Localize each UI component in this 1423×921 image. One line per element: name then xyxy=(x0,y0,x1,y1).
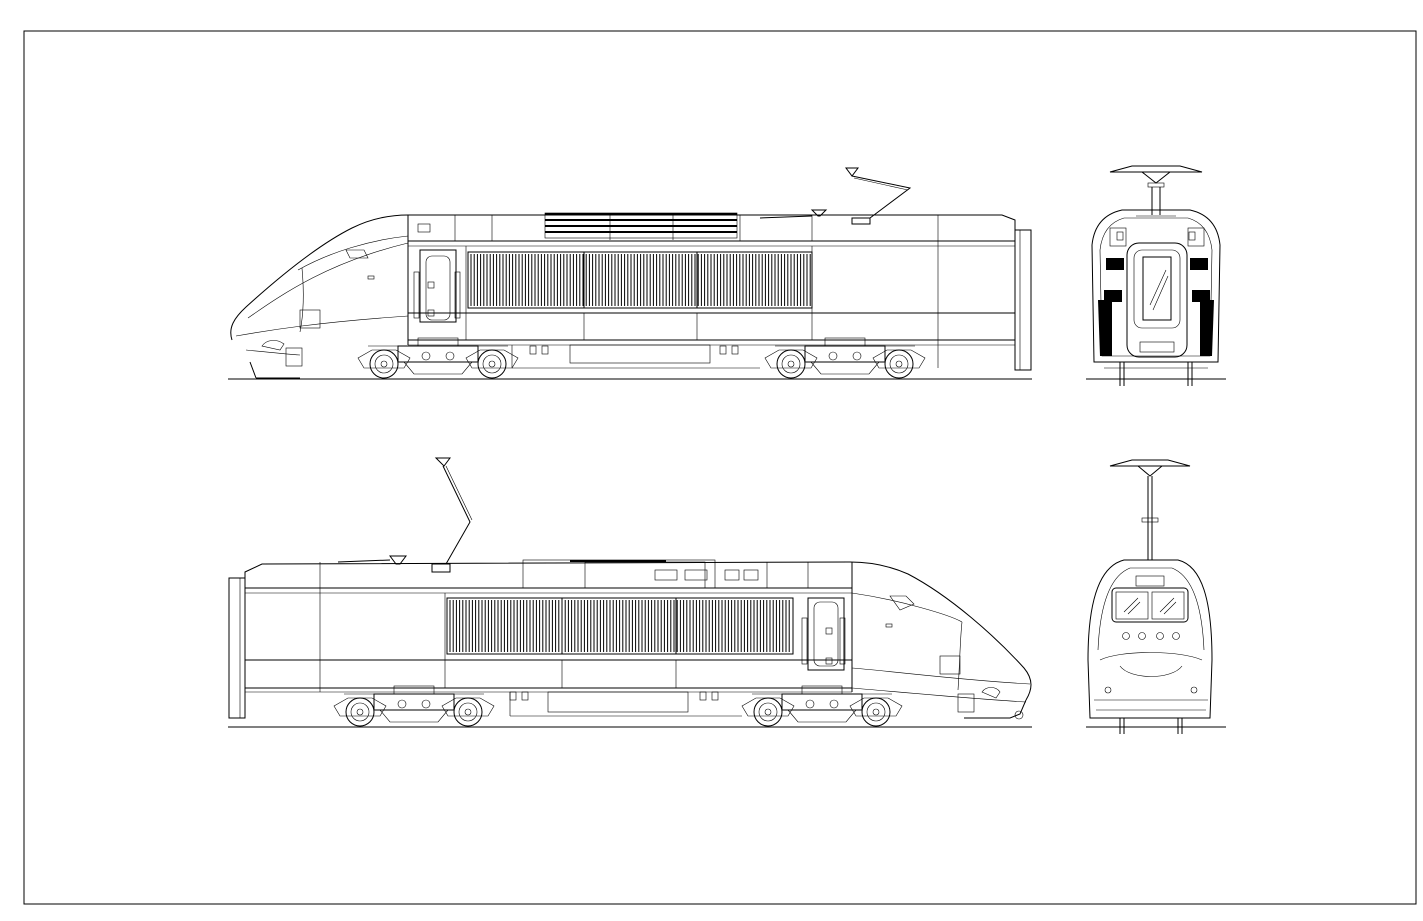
bogie xyxy=(741,685,903,727)
front-elevation-upper xyxy=(1086,165,1226,386)
bogie xyxy=(357,337,519,379)
side-elevation-lower xyxy=(228,457,1032,728)
sheet-border xyxy=(23,30,1417,905)
bogie xyxy=(333,685,495,727)
bogie xyxy=(764,337,926,379)
front-elevation-lower xyxy=(1086,459,1226,734)
side-elevation-upper xyxy=(228,167,1032,380)
